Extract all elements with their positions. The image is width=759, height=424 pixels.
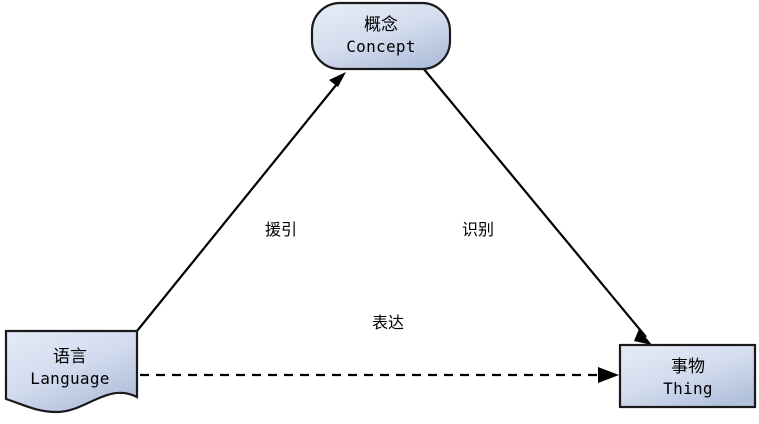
arrowhead-into-thing-top (634, 329, 652, 345)
node-thing-label-en: Thing (663, 379, 713, 398)
edge-label-reference: 援引 (265, 220, 297, 239)
node-concept-label-en: Concept (346, 37, 416, 56)
edge-line-identify (422, 67, 647, 338)
edge-language-to-concept: 援引 (136, 72, 346, 332)
node-language-label-en: Language (30, 369, 109, 388)
node-concept-label-cn: 概念 (364, 14, 398, 35)
node-thing-label-cn: 事物 (671, 357, 705, 377)
node-language-shape[interactable] (4, 329, 139, 414)
arrowhead-into-concept (329, 72, 346, 87)
edge-label-express: 表达 (372, 313, 404, 332)
node-concept-shape[interactable] (310, 1, 452, 71)
node-language[interactable]: 语言 Language (4, 329, 139, 414)
node-language-label-cn: 语言 (53, 347, 87, 367)
node-concept[interactable]: 概念 Concept (310, 1, 452, 71)
edge-line-reference (136, 78, 342, 332)
arrowhead-into-thing-left (598, 367, 619, 383)
node-thing-shape[interactable] (618, 343, 757, 409)
edge-language-to-thing: 表达 (140, 313, 619, 383)
node-thing[interactable]: 事物 Thing (618, 343, 757, 409)
edge-label-identify: 识别 (462, 220, 494, 239)
edge-concept-to-thing: 识别 (422, 67, 652, 345)
